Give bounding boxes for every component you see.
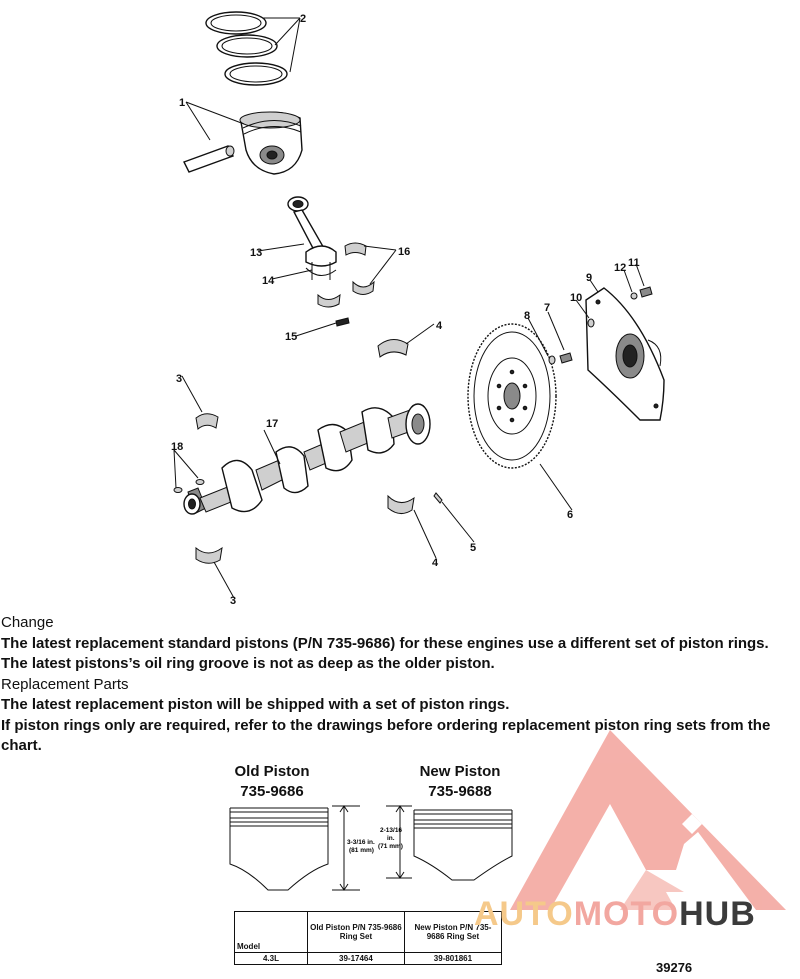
parts-line-2: If piston rings only are required, refer…: [1, 716, 771, 755]
brand-auto: AUTO: [474, 895, 574, 933]
callout-numbers: 2 1 13 14 16 15 4 3 17 18 4 5 6 7 8 10 9…: [171, 13, 640, 607]
rod-bearings: [317, 242, 375, 308]
callout-12: 12: [614, 262, 626, 274]
new-piston-title: New Piston: [419, 763, 501, 780]
automotohub-logo: [510, 730, 786, 910]
crank-keys: [173, 479, 443, 504]
new-piston-pn: 735-9688: [428, 783, 492, 800]
old-piston-drawing: [229, 805, 360, 891]
upper-main-bearings: [195, 413, 223, 564]
callout-4-upper: 4: [436, 320, 443, 332]
header-new-ring-set: New Piston P/N 735-9686 Ring Set: [403, 911, 503, 953]
leader-lines: [173, 17, 645, 599]
brand-moto: MOTO: [573, 895, 680, 933]
callout-1: 1: [179, 97, 185, 109]
rod-bolt: [335, 317, 350, 327]
header-old-ring-set: Old Piston P/N 735-9686 Ring Set: [306, 911, 405, 953]
callout-5: 5: [470, 542, 476, 554]
callout-18: 18: [171, 441, 183, 453]
parts-heading: Replacement Parts: [1, 675, 129, 693]
piston-and-pin: [183, 111, 303, 175]
change-line-1: The latest replacement standard pistons …: [1, 634, 769, 652]
cell-model: 4.3L: [234, 952, 308, 965]
table-row: 4.3L 39-17464 39-801861: [234, 952, 503, 965]
connecting-rod: [287, 196, 337, 280]
callout-16: 16: [398, 246, 410, 258]
service-notice: Change The latest replacement standard p…: [1, 613, 800, 757]
callout-13: 13: [250, 247, 262, 259]
cell-new-ring-set: 39-801861: [403, 952, 503, 965]
housing-fasteners: [587, 286, 653, 328]
callout-10: 10: [570, 292, 582, 304]
callout-14: 14: [262, 275, 275, 287]
change-line-2: The latest pistons’s oil ring groove is …: [1, 655, 495, 672]
ring-set-table: Model Old Piston P/N 735-9686 Ring Set N…: [234, 911, 503, 965]
callout-3-upper: 3: [176, 373, 182, 385]
callout-15: 15: [285, 331, 297, 343]
header-model: Model: [234, 911, 308, 953]
change-heading: Change: [1, 614, 54, 631]
old-dimension-mm: (81 mm): [349, 847, 374, 854]
callout-9: 9: [586, 272, 592, 284]
new-dimension-mm: (71 mm): [378, 843, 403, 850]
callout-6: 6: [567, 509, 573, 521]
old-piston-pn: 735-9686: [240, 783, 304, 800]
flywheel-bolt-and-washer: [548, 352, 573, 365]
old-piston-title: Old Piston: [234, 763, 310, 780]
new-piston-heading: New Piston 735-9688: [400, 762, 520, 802]
callout-4-lower: 4: [432, 557, 439, 569]
piston-rings: [205, 11, 288, 86]
callout-8: 8: [524, 310, 530, 322]
new-dimension-in: 2-13/16: [380, 827, 402, 834]
brand-hub: HUB: [679, 895, 756, 933]
crankshaft: [183, 403, 431, 515]
callout-3-lower: 3: [230, 595, 236, 607]
parts-line-1: The latest replacement piston will be sh…: [1, 696, 510, 713]
new-piston-drawing: [386, 805, 513, 881]
piston-dimensions: 3-3/16 in. (81 mm) 2-13/16 in. (71 mm): [347, 827, 403, 854]
cell-old-ring-set: 39-17464: [306, 952, 405, 965]
old-piston-heading: Old Piston 735-9686: [214, 762, 330, 802]
flywheel: [467, 323, 557, 469]
table-header-row: Model Old Piston P/N 735-9686 Ring Set N…: [234, 911, 503, 953]
old-dimension-in: 3-3/16 in.: [347, 839, 375, 846]
callout-17: 17: [266, 418, 278, 430]
callout-11: 11: [628, 257, 640, 269]
logo-mark: [510, 730, 786, 910]
figure-number: 39276: [656, 960, 693, 975]
new-dimension-unit: in.: [387, 835, 395, 842]
callout-2: 2: [300, 13, 306, 25]
main-bearings: [377, 339, 415, 514]
callout-7: 7: [544, 302, 550, 314]
flywheel-housing: [585, 287, 665, 421]
brand-wordmark: AUTOMOTOHUB: [474, 895, 756, 933]
